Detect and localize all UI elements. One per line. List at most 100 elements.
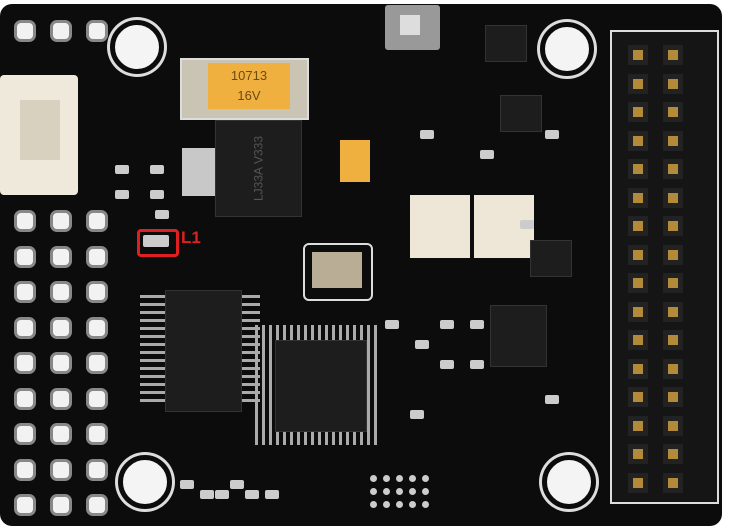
button-cap xyxy=(400,15,420,35)
header-pin xyxy=(663,187,683,208)
through-hole xyxy=(50,245,72,268)
via-pad xyxy=(383,475,390,482)
mounting-hole xyxy=(110,20,164,74)
via-pad xyxy=(422,488,429,495)
via-pad xyxy=(396,501,403,508)
header-pin xyxy=(663,387,683,407)
soic-chip-body xyxy=(165,290,242,412)
header-pin xyxy=(663,244,683,265)
connector-socket xyxy=(20,100,60,160)
header-pin xyxy=(628,415,648,436)
mounting-hole xyxy=(118,455,172,509)
through-hole xyxy=(50,281,72,303)
through-hole xyxy=(50,210,72,232)
header-pin xyxy=(628,45,648,65)
through-hole xyxy=(50,352,72,374)
smd-component xyxy=(115,190,129,199)
smd-component xyxy=(480,150,494,159)
voltage-regulator: LJ33A V333 xyxy=(215,120,302,217)
smd-component xyxy=(385,320,399,329)
through-hole xyxy=(14,458,36,481)
optocoupler xyxy=(410,195,470,258)
header-pin xyxy=(628,102,648,122)
smd-component xyxy=(470,360,484,369)
via-pad xyxy=(370,488,377,495)
through-hole xyxy=(50,494,72,516)
smd-component xyxy=(180,480,194,489)
mounting-hole xyxy=(540,22,594,76)
mounting-hole xyxy=(542,455,596,509)
through-hole xyxy=(14,316,36,339)
smd-component xyxy=(440,320,454,329)
header-pin xyxy=(628,187,648,208)
regulator-code: V333 xyxy=(251,135,266,164)
through-hole xyxy=(50,20,72,42)
smd-component xyxy=(265,490,279,499)
through-hole xyxy=(86,316,108,339)
header-pin xyxy=(663,159,683,179)
header-pin xyxy=(663,45,683,65)
through-hole xyxy=(86,458,108,481)
header-pin xyxy=(663,330,683,350)
l1-highlight-box xyxy=(137,229,179,257)
through-hole xyxy=(14,352,36,374)
through-hole xyxy=(50,316,72,339)
crystal-oscillator xyxy=(312,252,362,288)
smd-component xyxy=(155,210,169,219)
smd-component xyxy=(520,220,534,229)
header-pin xyxy=(663,472,683,493)
smd-component xyxy=(115,165,129,174)
through-hole xyxy=(86,20,108,42)
smd-component xyxy=(150,165,164,174)
through-hole xyxy=(14,387,36,410)
header-pin xyxy=(663,102,683,122)
through-hole xyxy=(86,423,108,445)
through-hole xyxy=(86,281,108,303)
mosfet-chip xyxy=(490,305,547,367)
smd-component xyxy=(150,190,164,199)
smd-component xyxy=(200,490,214,499)
smd-component xyxy=(410,410,424,419)
transistor xyxy=(485,25,527,62)
through-hole xyxy=(86,210,108,232)
via-pad xyxy=(409,488,416,495)
smd-component xyxy=(545,130,559,139)
through-hole xyxy=(86,494,108,516)
header-pin xyxy=(628,216,648,236)
header-pin xyxy=(628,159,648,179)
through-hole xyxy=(50,423,72,445)
tantalum-capacitor: 10713 16V xyxy=(208,63,290,109)
header-pin xyxy=(628,330,648,350)
header-pin xyxy=(628,130,648,151)
header-pin xyxy=(663,216,683,236)
header-pin xyxy=(663,130,683,151)
through-hole xyxy=(86,352,108,374)
inductor-l1 xyxy=(143,235,169,247)
smd-component xyxy=(440,360,454,369)
smd-component xyxy=(470,320,484,329)
regulator-marking: LJ33A xyxy=(251,167,266,202)
via-pad xyxy=(370,501,377,508)
via-pad xyxy=(409,501,416,508)
smd-component xyxy=(245,490,259,499)
transistor xyxy=(500,95,542,132)
header-pin xyxy=(663,73,683,94)
through-hole xyxy=(86,245,108,268)
header-pin xyxy=(663,301,683,322)
through-hole xyxy=(14,210,36,232)
small-capacitor xyxy=(340,140,370,182)
header-pin xyxy=(628,301,648,322)
header-pin xyxy=(628,472,648,493)
transistor xyxy=(530,240,572,277)
crystal-outline xyxy=(303,243,373,301)
through-hole xyxy=(14,494,36,516)
through-hole xyxy=(14,245,36,268)
through-hole xyxy=(14,423,36,445)
capacitor-marking: 10713 xyxy=(230,68,268,83)
header-pin xyxy=(628,273,648,293)
via-pad xyxy=(422,475,429,482)
header-pin xyxy=(628,444,648,464)
via-pad xyxy=(383,501,390,508)
header-pin xyxy=(628,244,648,265)
capacitor-voltage: 16V xyxy=(237,88,261,103)
